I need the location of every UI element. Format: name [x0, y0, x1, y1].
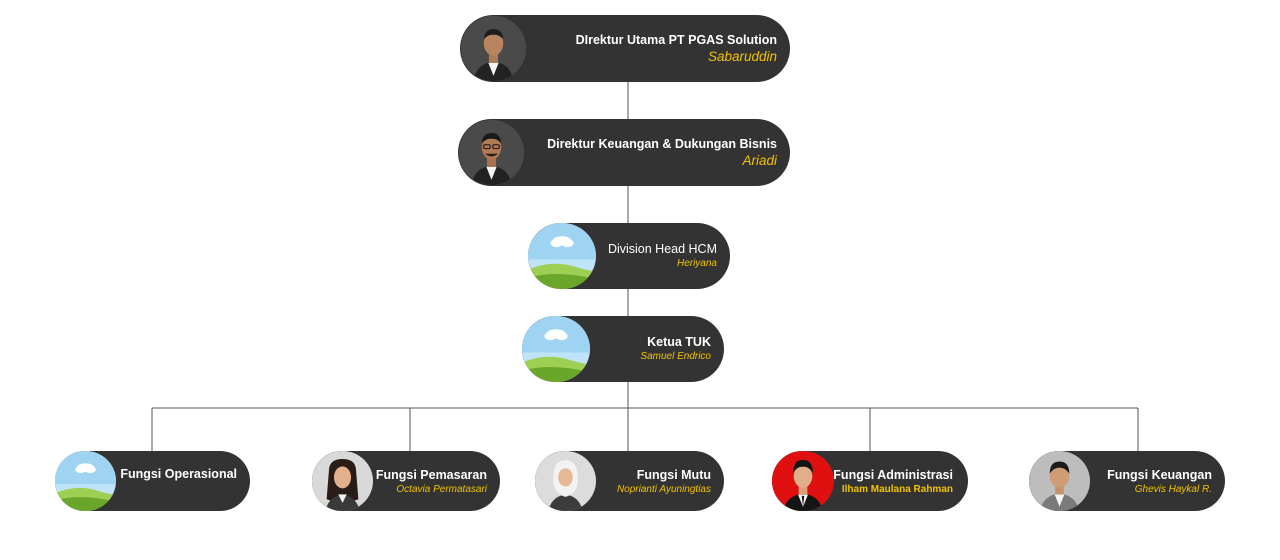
photo-ketua-tuk — [522, 316, 590, 382]
title-fungsi-administrasi: Fungsi Administrasi — [833, 468, 953, 482]
title-fungsi-pemasaran: Fungsi Pemasaran — [375, 468, 487, 482]
photo-division-head-hcm — [528, 223, 596, 289]
name-fungsi-keuangan: Ghevis Haykal R. — [1134, 483, 1212, 495]
name-division-head-hcm: Heriyana — [676, 257, 717, 269]
node-fungsi-keuangan: Fungsi Keuangan Ghevis Haykal R. — [1029, 451, 1225, 511]
title-ketua-tuk: Ketua TUK — [647, 335, 711, 349]
node-fungsi-pemasaran: Fungsi Pemasaran Octavia Permatasari — [312, 451, 500, 511]
title-fungsi-keuangan: Fungsi Keuangan — [1107, 468, 1212, 482]
node-direktur-utama: DIrektur Utama PT PGAS Solution Sabarudd… — [460, 15, 790, 82]
name-fungsi-pemasaran: Octavia Permatasari — [396, 483, 487, 495]
title-direktur-keuangan: Direktur Keuangan & Dukungan Bisnis — [547, 137, 777, 151]
title-fungsi-operasional: Fungsi Operasional — [120, 467, 237, 481]
photo-direktur-keuangan — [459, 120, 524, 185]
name-fungsi-mutu: Noprianti Ayuningtias — [616, 483, 711, 495]
photo-fungsi-keuangan — [1029, 451, 1090, 511]
photo-fungsi-administrasi — [772, 451, 834, 511]
node-division-head-hcm: Division Head HCM Heriyana — [528, 223, 730, 289]
node-fungsi-operasional: Fungsi Operasional — [55, 451, 250, 511]
title-fungsi-mutu: Fungsi Mutu — [636, 468, 711, 482]
photo-fungsi-operasional — [55, 451, 116, 511]
node-fungsi-mutu: Fungsi Mutu Noprianti Ayuningtias — [535, 451, 724, 511]
node-ketua-tuk: Ketua TUK Samuel Endrico — [522, 316, 724, 382]
name-direktur-utama: Sabaruddin — [707, 48, 777, 64]
node-direktur-keuangan: Direktur Keuangan & Dukungan Bisnis Aria… — [458, 119, 790, 186]
name-direktur-keuangan: Ariadi — [742, 152, 777, 168]
node-fungsi-administrasi: Fungsi Administrasi Ilham Maulana Rahman — [772, 451, 968, 511]
name-ketua-tuk: Samuel Endrico — [640, 350, 711, 362]
photo-fungsi-pemasaran — [312, 451, 373, 511]
title-direktur-utama: DIrektur Utama PT PGAS Solution — [575, 33, 777, 47]
photo-direktur-utama — [461, 16, 526, 81]
name-fungsi-administrasi: Ilham Maulana Rahman — [841, 483, 953, 495]
photo-fungsi-mutu — [535, 451, 596, 511]
title-division-head-hcm: Division Head HCM — [607, 242, 717, 256]
